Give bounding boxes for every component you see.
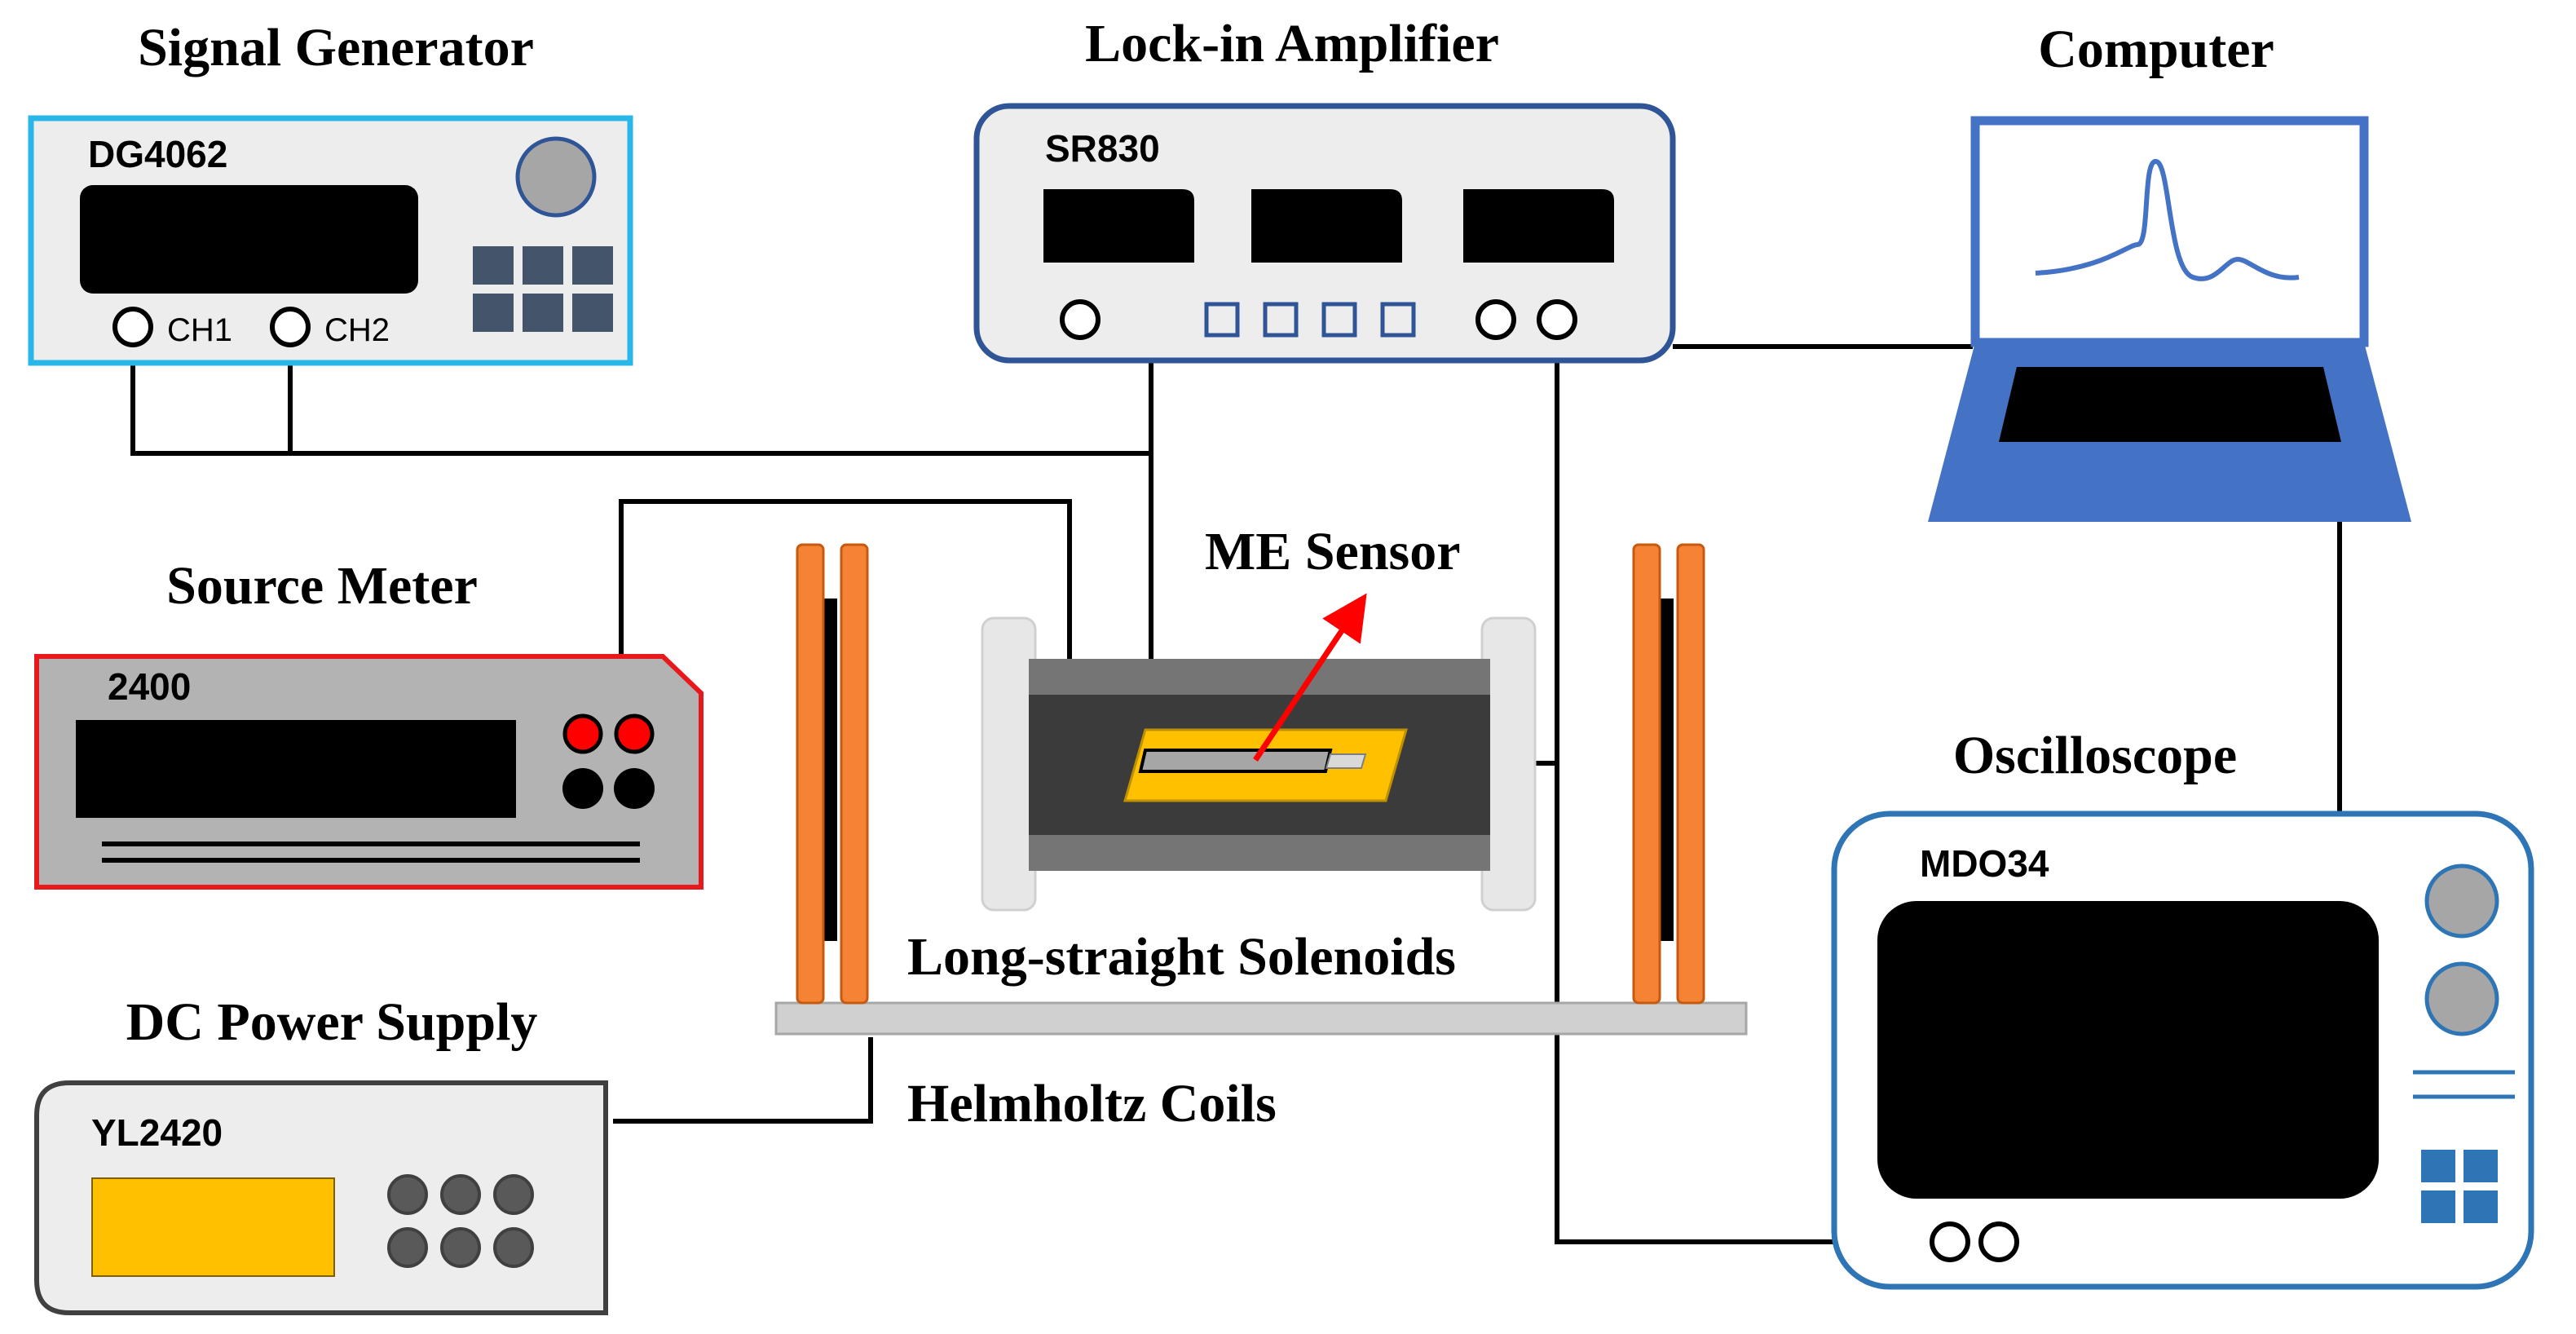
lockin-output-port-2[interactable] bbox=[1537, 299, 1577, 340]
source-meter-red-terminal[interactable] bbox=[562, 713, 603, 754]
oscilloscope: Oscilloscope MDO34 bbox=[1831, 726, 2534, 1290]
helmholtz-coil-setup: ME Sensor Long-straight Solenoids Helmho… bbox=[774, 522, 1748, 1133]
oscilloscope-title: Oscilloscope bbox=[1953, 726, 2237, 785]
signal-generator-button[interactable] bbox=[523, 294, 563, 332]
lockin-button[interactable] bbox=[1321, 302, 1357, 338]
lockin-button[interactable] bbox=[1380, 302, 1416, 338]
lockin-amplifier-model: SR830 bbox=[1045, 127, 1160, 170]
oscilloscope-button[interactable] bbox=[2464, 1190, 2498, 1223]
computer-touchpad bbox=[1999, 367, 2341, 442]
oscilloscope-knob[interactable] bbox=[2424, 961, 2499, 1036]
signal-generator-model: DG4062 bbox=[88, 133, 227, 175]
ch2-port[interactable] bbox=[270, 307, 311, 347]
oscilloscope-input-port[interactable] bbox=[1978, 1221, 2019, 1262]
ch1-label: CH1 bbox=[167, 312, 232, 348]
right-helmholtz-coil bbox=[1632, 543, 1705, 1005]
dc-power-supply-knob[interactable] bbox=[387, 1174, 428, 1215]
oscilloscope-button[interactable] bbox=[2421, 1150, 2455, 1182]
signal-generator-button-grid bbox=[473, 246, 613, 332]
dc-power-supply-knob[interactable] bbox=[493, 1227, 534, 1268]
helmholtz-coils-label: Helmholtz Coils bbox=[907, 1074, 1277, 1133]
lockin-amplifier: Lock-in Amplifier SR830 bbox=[973, 14, 1676, 364]
oscilloscope-screen bbox=[1877, 901, 2379, 1199]
dc-power-supply-knob[interactable] bbox=[387, 1227, 428, 1268]
dc-power-supply-knob[interactable] bbox=[493, 1174, 534, 1215]
source-meter-model: 2400 bbox=[108, 665, 191, 708]
signal-generator: Signal Generator DG4062 CH1 CH2 bbox=[28, 18, 633, 366]
coil-base-rail bbox=[774, 1001, 1748, 1036]
lockin-display-2 bbox=[1251, 189, 1402, 263]
wire-lockin-to-oscilloscope bbox=[1555, 330, 1950, 1244]
me-sensor bbox=[1123, 593, 1408, 802]
dc-power-supply-model: YL2420 bbox=[91, 1111, 223, 1154]
ch2-label: CH2 bbox=[324, 312, 390, 348]
solenoid-label: Long-straight Solenoids bbox=[907, 927, 1456, 987]
computer-screen-waveform bbox=[2035, 159, 2300, 281]
oscilloscope-model: MDO34 bbox=[1920, 842, 2049, 885]
oscilloscope-button[interactable] bbox=[2464, 1150, 2498, 1182]
lockin-display-3 bbox=[1463, 189, 1614, 263]
wire-source-meter-to-solenoid bbox=[619, 499, 1072, 695]
signal-generator-title: Signal Generator bbox=[138, 18, 534, 77]
left-helmholtz-coil bbox=[796, 543, 869, 1005]
lockin-input-port[interactable] bbox=[1060, 299, 1101, 340]
signal-generator-knob[interactable] bbox=[515, 136, 597, 218]
source-meter-display bbox=[76, 720, 516, 818]
source-meter-black-terminal[interactable] bbox=[614, 768, 655, 809]
wire-ch1-ch2-bridge bbox=[130, 327, 293, 456]
dc-power-supply-knob[interactable] bbox=[440, 1174, 481, 1215]
computer: Computer bbox=[1928, 20, 2411, 522]
dc-power-supply-knob[interactable] bbox=[440, 1227, 481, 1268]
lockin-button[interactable] bbox=[1204, 302, 1240, 338]
signal-generator-display bbox=[80, 185, 418, 294]
lockin-button[interactable] bbox=[1263, 302, 1299, 338]
lockin-amplifier-title: Lock-in Amplifier bbox=[1085, 14, 1499, 73]
signal-generator-button[interactable] bbox=[473, 294, 514, 332]
wire-power-supply-to-coils bbox=[613, 1037, 873, 1124]
signal-generator-button[interactable] bbox=[572, 294, 613, 332]
signal-generator-button[interactable] bbox=[473, 246, 514, 285]
me-sensor-arrow bbox=[1253, 593, 1367, 762]
source-meter-title: Source Meter bbox=[166, 556, 478, 616]
signal-generator-button[interactable] bbox=[572, 246, 613, 285]
ch1-port[interactable] bbox=[112, 307, 153, 347]
oscilloscope-button[interactable] bbox=[2421, 1190, 2455, 1223]
dc-power-supply-title: DC Power Supply bbox=[126, 992, 538, 1052]
computer-title: Computer bbox=[2038, 20, 2274, 79]
source-meter-black-terminal[interactable] bbox=[562, 768, 603, 809]
me-sensor-element bbox=[1138, 749, 1333, 773]
source-meter: Source Meter 2400 bbox=[34, 556, 704, 890]
lockin-output-port-1[interactable] bbox=[1475, 299, 1516, 340]
source-meter-red-terminal[interactable] bbox=[614, 713, 655, 754]
me-sensor-label: ME Sensor bbox=[1205, 522, 1461, 581]
oscilloscope-knob[interactable] bbox=[2424, 864, 2499, 939]
dc-power-supply-display bbox=[91, 1177, 335, 1277]
dc-power-supply: DC Power Supply YL2420 bbox=[34, 992, 608, 1315]
lockin-display-1 bbox=[1043, 189, 1194, 263]
signal-generator-button[interactable] bbox=[523, 246, 563, 285]
oscilloscope-input-port[interactable] bbox=[1930, 1221, 1970, 1262]
computer-screen-frame bbox=[1970, 116, 2369, 347]
